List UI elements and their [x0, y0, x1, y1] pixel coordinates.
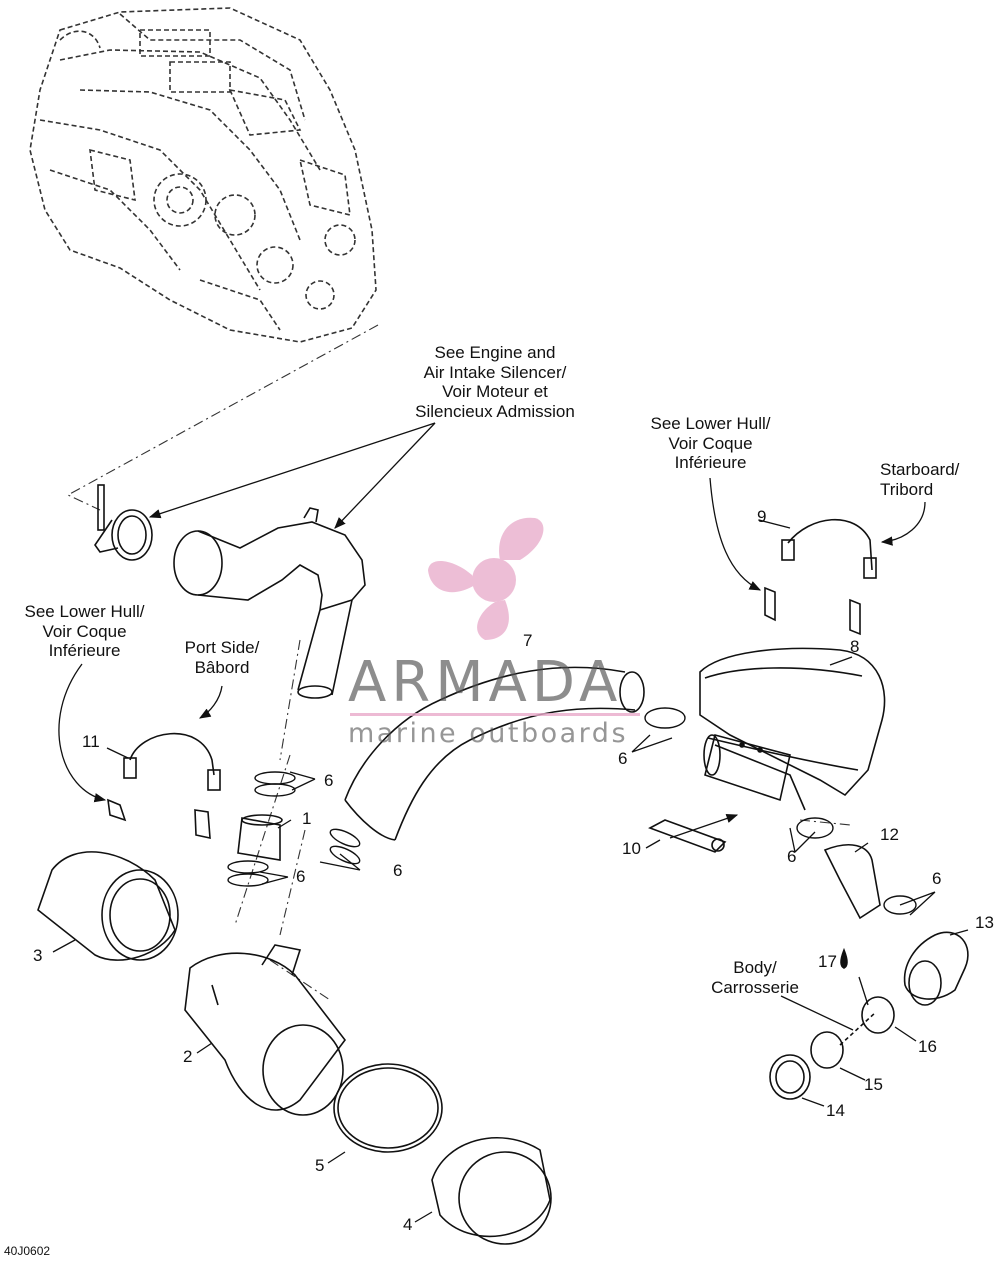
part-5-ring: [333, 1063, 443, 1153]
watermark-logo: [428, 517, 544, 640]
part-number-15: 15: [864, 1075, 883, 1094]
exhaust-elbow: [173, 507, 366, 699]
part-number-2: 2: [183, 1047, 193, 1066]
seal-rings: [769, 947, 895, 1100]
part-10-strip: [648, 819, 727, 853]
part-number-11: 11: [82, 732, 100, 751]
label-body: Body/ Carrosserie: [711, 958, 799, 997]
watermark-tagline: marine outboards: [348, 718, 629, 749]
part-number-8: 8: [850, 637, 860, 656]
part-number-6-elbow: 6: [932, 869, 942, 888]
part-number-6-hose-right: 6: [618, 749, 628, 768]
part-7-hose: [344, 666, 645, 841]
part-12-13-hoses: [823, 844, 969, 1006]
part-number-14: 14: [826, 1101, 845, 1120]
part-3-cover: [37, 851, 179, 961]
part-number-6-upper-left: 6: [324, 771, 334, 790]
part-8-water-box: [699, 647, 886, 811]
part-2-muffler: [184, 944, 347, 1116]
label-lower-hull-left: See Lower Hull/ Voir Coque Inférieure: [24, 602, 145, 660]
v-band-clamp: [94, 484, 153, 561]
label-starboard: Starboard/ Tribord: [880, 460, 960, 499]
outlet-pipe: [703, 734, 791, 802]
part-number-3: 3: [33, 946, 43, 965]
part-number-13: 13: [975, 913, 994, 932]
part-1-coupler: [237, 814, 283, 861]
label-port-side: Port Side/ Bâbord: [184, 638, 260, 677]
figure-code: 40J0602: [4, 1244, 51, 1258]
part-number-6-center: 6: [393, 861, 403, 880]
hose-clamps: [227, 707, 917, 915]
part-number-7: 7: [523, 631, 533, 650]
part-number-12: 12: [880, 825, 899, 844]
label-engine-reference: See Engine and Air Intake Silencer/ Voir…: [415, 343, 575, 421]
part-number-16: 16: [918, 1037, 937, 1056]
leader-arrows: [52, 422, 969, 1223]
retaining-straps: [107, 518, 877, 840]
part-number-5: 5: [315, 1156, 325, 1175]
part-number-4: 4: [403, 1215, 413, 1234]
watermark-underline: [350, 713, 640, 716]
part-number-9: 9: [757, 507, 767, 526]
part-number-1: 1: [302, 809, 312, 828]
part-number-6-lower-left: 6: [296, 867, 306, 886]
part-number-10: 10: [622, 839, 641, 858]
watermark-brand: ARMADA: [348, 650, 623, 715]
part-number-6-water-box: 6: [787, 847, 797, 866]
engine-phantom: [29, 7, 377, 343]
part-4-end-cap: [431, 1137, 552, 1245]
part-number-17: 17: [818, 952, 837, 971]
label-lower-hull-right: See Lower Hull/ Voir Coque Inférieure: [650, 414, 771, 472]
